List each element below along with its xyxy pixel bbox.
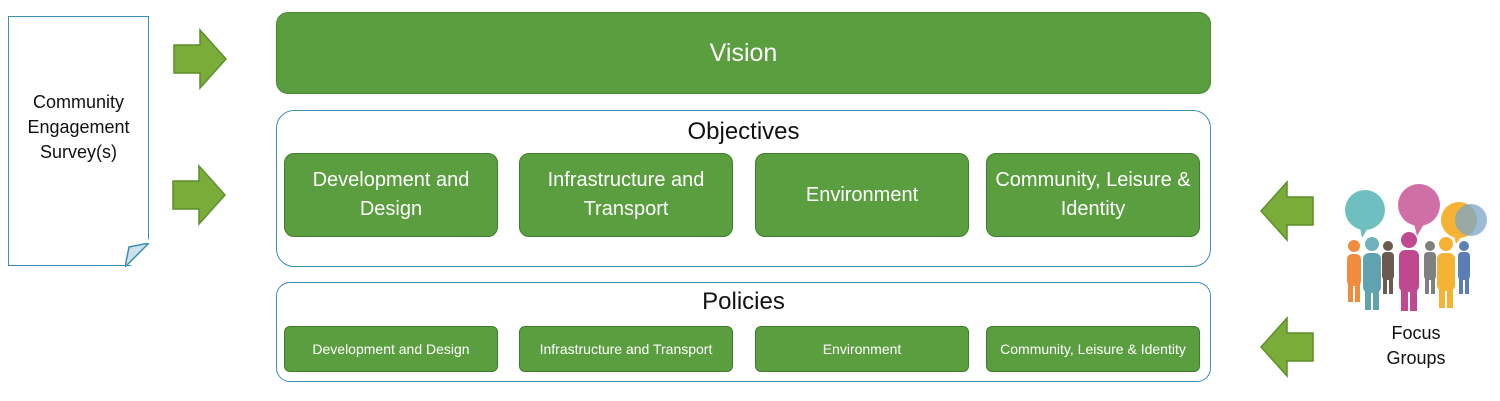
arrow-right-icon xyxy=(173,28,228,90)
document-fold-icon xyxy=(125,243,149,267)
people-group-icon xyxy=(1345,184,1487,311)
arrow-left-icon xyxy=(1259,316,1314,378)
vision-bar: Vision xyxy=(276,12,1211,94)
objective-community-leisure-identity: Community, Leisure & Identity xyxy=(986,153,1200,237)
objective-infrastructure-transport: Infrastructure and Transport xyxy=(519,153,733,237)
policy-environment: Environment xyxy=(755,326,969,372)
arrow-right-icon xyxy=(172,164,227,226)
policy-community-leisure-identity: Community, Leisure & Identity xyxy=(986,326,1200,372)
arrow-left-icon xyxy=(1259,180,1314,242)
objective-development-design: Development and Design xyxy=(284,153,498,237)
survey-label: Community Engagement Survey(s) xyxy=(27,92,130,162)
objective-environment: Environment xyxy=(755,153,969,237)
policy-development-design: Development and Design xyxy=(284,326,498,372)
policies-title: Policies xyxy=(702,288,785,315)
survey-document xyxy=(8,16,149,266)
objectives-title: Objectives xyxy=(687,118,800,145)
policy-infrastructure-transport: Infrastructure and Transport xyxy=(519,326,733,372)
focus-groups-label: Focus Groups xyxy=(1386,323,1446,368)
